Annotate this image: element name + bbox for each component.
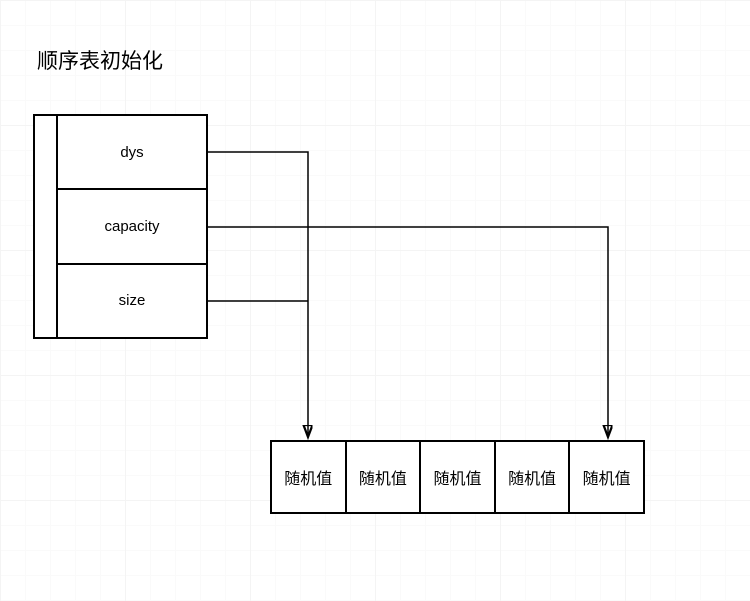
struct-field-size: size (58, 262, 206, 337)
array-box: 随机值 随机值 随机值 随机值 随机值 (270, 440, 645, 514)
array-cell: 随机值 (419, 442, 494, 512)
struct-field-dys: dys (120, 143, 144, 161)
struct-spine (33, 114, 58, 339)
array-cell: 随机值 (284, 471, 333, 488)
array-cell: 随机值 (568, 442, 643, 512)
diagram-title: 顺序表初始化 (37, 50, 163, 73)
struct-box: dys capacity size (56, 114, 208, 339)
connector-dys-to-array (208, 151, 308, 437)
array-cell: 随机值 (493, 442, 569, 512)
array-cell: 随机值 (344, 442, 420, 512)
connector-capacity-to-array (208, 226, 608, 437)
struct-field-capacity: capacity (58, 188, 206, 262)
